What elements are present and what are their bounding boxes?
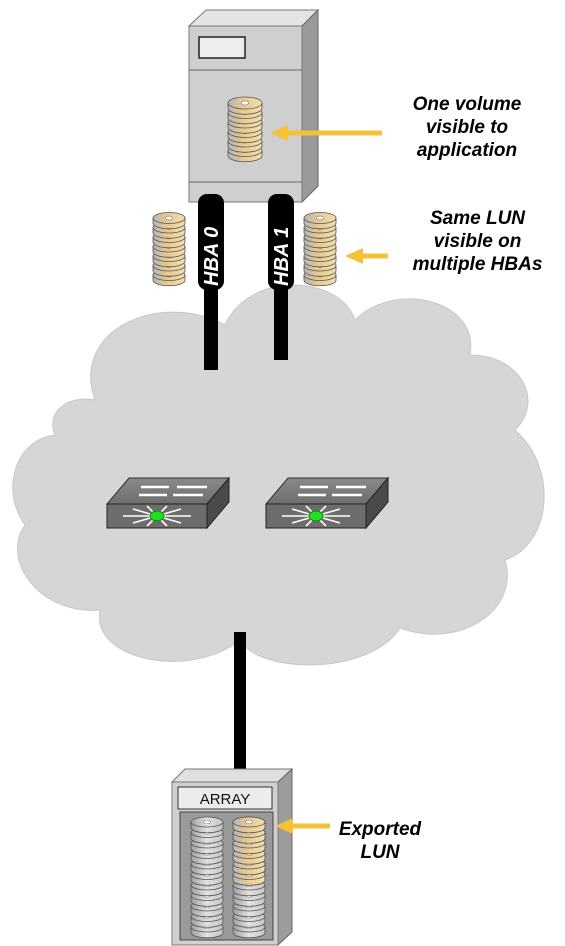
- hba-0-label: HBA 0: [201, 227, 223, 286]
- switch-led: [308, 510, 324, 522]
- switch-side: [206, 476, 230, 530]
- array-disk-column-left: [190, 816, 224, 939]
- disk-platter: [232, 816, 266, 834]
- hba0-lun-disk-stack: [152, 212, 186, 287]
- label-lun-line2: visible on: [433, 231, 522, 252]
- network-cloud: [12, 284, 545, 666]
- switch-side: [365, 476, 389, 530]
- array-title-plate: [177, 786, 273, 810]
- callout-arrow: [275, 818, 330, 834]
- label-volume-line1: One volume: [412, 94, 522, 115]
- server-drive-bay: [198, 36, 246, 59]
- disk-platter: [152, 212, 186, 230]
- callout-arrow: [270, 125, 382, 141]
- label-volume-line2: visible to: [425, 117, 509, 138]
- hba-0: HBA 0: [198, 194, 224, 290]
- storage-array: ARRAY: [170, 767, 294, 946]
- hba1-lun-disk-stack: [303, 212, 337, 287]
- array-disk-column-right: [232, 816, 266, 939]
- disk-platter: [227, 96, 263, 115]
- disk-platter: [303, 212, 337, 230]
- label-exported-line1: Exported: [338, 819, 422, 840]
- array-title: ARRAY: [200, 791, 251, 808]
- switch-led: [149, 510, 165, 522]
- label-volume-line3: application: [416, 140, 518, 161]
- hba-1: HBA 1: [268, 194, 294, 290]
- label-one-volume: One volume visible to application: [392, 93, 542, 162]
- label-exported-lun: Exported LUN: [320, 818, 440, 864]
- fc-switch-right: [264, 476, 390, 530]
- disk-platter: [190, 816, 224, 834]
- label-exported-line2: LUN: [360, 842, 400, 863]
- label-same-lun: Same LUN visible on multiple HBAs: [390, 207, 565, 276]
- volume-disk-stack: [227, 96, 263, 163]
- callout-arrow: [345, 248, 388, 264]
- callout-arrows: [270, 125, 388, 834]
- label-lun-line3: multiple HBAs: [412, 254, 543, 275]
- fc-switch-left: [105, 476, 231, 530]
- hba-1-label: HBA 1: [271, 227, 293, 286]
- array-cable: [234, 632, 246, 774]
- label-lun-line1: Same LUN: [429, 208, 526, 229]
